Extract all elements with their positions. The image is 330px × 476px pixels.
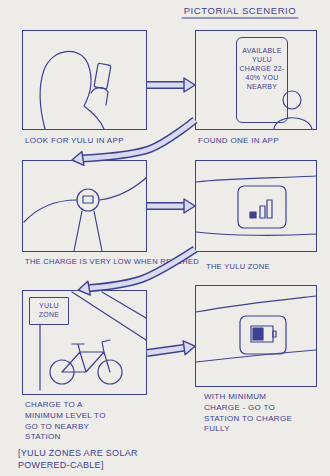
arrow-fill <box>147 348 185 353</box>
band-line <box>196 296 316 312</box>
scene-panel: FOUND ONE IN APPAVAILABLE YULU CHARGE 22… <box>195 30 317 130</box>
inner-box: AVAILABLE YULU CHARGE 22-40% YOU NEARBY <box>236 37 288 123</box>
scene-panel: LOOK FOR YULU IN APP <box>22 30 147 130</box>
hand-sketch <box>91 88 108 105</box>
arrow-outline <box>147 202 185 210</box>
person-head <box>283 91 301 109</box>
diagram-title: PICTORIAL SCENERIO <box>170 5 310 16</box>
meter-dial <box>77 189 99 211</box>
battery-charge <box>253 328 263 340</box>
phone-symbol <box>94 63 111 89</box>
display-device <box>240 316 286 354</box>
person-shoulders <box>274 118 312 129</box>
panel-caption: FOUND ONE IN APP <box>198 136 318 147</box>
title-underline <box>182 17 298 18</box>
sketch-group <box>24 18 316 390</box>
arrow-head <box>184 78 195 92</box>
scene-panel: THE YULU ZONE <box>195 160 317 252</box>
flow-arrow <box>147 199 195 213</box>
bicycle-frame <box>62 340 110 372</box>
band-line <box>196 232 316 235</box>
perspective-lines <box>72 292 146 340</box>
band-line <box>196 350 316 362</box>
handlebar-stem <box>74 211 102 251</box>
arrow-outline <box>147 81 185 89</box>
arrow-head <box>184 199 195 213</box>
arrow-fill <box>88 249 195 288</box>
charge-bar <box>267 200 272 218</box>
arrow-head <box>78 281 90 295</box>
battery-symbol <box>251 326 273 342</box>
box-text: AVAILABLE YULU CHARGE 22-40% YOU NEARBY <box>239 46 285 91</box>
handlebar-left <box>24 200 77 222</box>
flow-arrow <box>147 341 195 355</box>
arrow-fill <box>147 83 185 88</box>
arrow-fill <box>147 204 185 209</box>
handlebar-right <box>99 178 146 200</box>
panel-caption: WITH MINIMUM CHARGE - GO TO STATION TO C… <box>204 392 304 435</box>
flow-arrow <box>147 78 195 92</box>
panel-caption: LOOK FOR YULU IN APP <box>25 136 150 147</box>
scene-panel: WITH MINIMUM CHARGE - GO TO STATION TO C… <box>195 285 317 387</box>
arrow-outline <box>147 348 185 353</box>
display-device <box>238 186 286 228</box>
panel-caption: THE YULU ZONE <box>206 262 316 272</box>
person-silhouette <box>40 51 104 129</box>
inner-box: YULU ZONE <box>29 297 69 325</box>
scene-panel: THE CHARGE IS VERY LOW WHEN REACHED <box>22 160 147 252</box>
arrow-outline <box>88 249 195 288</box>
scene-panel: CHARGE TO A MINIMUM LEVEL TO GO TO NEARB… <box>22 290 147 395</box>
arrow-head <box>72 152 84 166</box>
panel-caption: CHARGE TO A MINIMUM LEVEL TO GO TO NEARB… <box>25 400 115 443</box>
box-text: YULU ZONE <box>34 301 64 319</box>
flow-arrow <box>78 249 195 295</box>
sign-post <box>39 324 40 390</box>
battery-terminal <box>273 331 276 337</box>
charge-bar-filled <box>250 212 256 218</box>
panel-caption: THE CHARGE IS VERY LOW WHEN REACHED <box>25 257 210 267</box>
note-text: [YULU ZONES ARE SOLAR POWERED-CABLE] <box>18 448 138 471</box>
charge-bar <box>260 206 265 218</box>
arrow-head <box>183 341 195 355</box>
battery-symbol <box>83 196 93 203</box>
band-line <box>196 176 316 182</box>
